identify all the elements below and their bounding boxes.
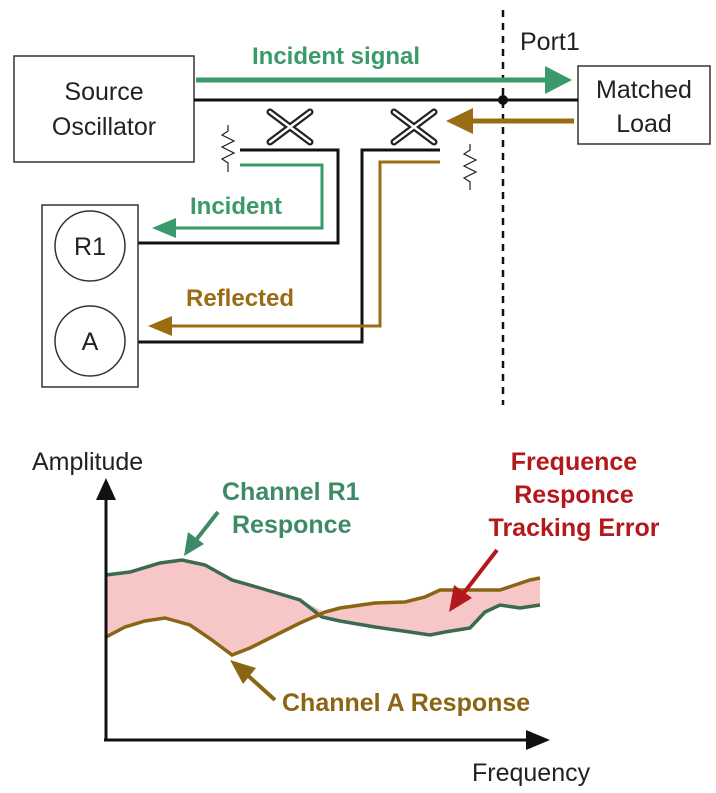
reflected-coupled-line [138, 148, 440, 344]
error-annotation-arrow [449, 548, 499, 612]
receiver-a-label: A [82, 328, 99, 356]
receiver-r1-label: R1 [74, 233, 106, 261]
error-annotation-line2: Responce [514, 481, 634, 509]
channel-r1-curve [105, 558, 541, 637]
x-axis-label: Frequency [472, 759, 591, 787]
a-annotation-arrow [230, 660, 277, 702]
matched-load-box: Matched Load [577, 65, 711, 145]
coupler-left-icon [266, 108, 314, 146]
source-label-line1: Source [64, 78, 143, 106]
termination-resistor-right-icon [462, 144, 478, 190]
port-junction-dot [498, 95, 508, 105]
incident-coupled-arrow [152, 163, 324, 238]
error-annotation-line3: Tracking Error [489, 514, 660, 542]
source-label-line2: Oscillator [52, 113, 156, 141]
channel-a-curve [105, 576, 541, 657]
load-reflection-arrow [446, 108, 574, 134]
y-axis-label: Amplitude [32, 448, 143, 476]
receiver-a: A [54, 305, 126, 377]
load-label-line1: Matched [596, 76, 692, 104]
y-axis [96, 478, 116, 740]
tracking-error-region [106, 560, 540, 655]
termination-resistor-left-icon [220, 125, 236, 172]
a-annotation: Channel A Response [282, 689, 530, 717]
incident-signal-label: Incident signal [252, 43, 420, 70]
incident-label: Incident [190, 193, 282, 220]
r1-annotation-line1: Channel R1 [222, 478, 360, 506]
r1-annotation-line2: Responce [232, 511, 352, 539]
reflected-coupled-arrow [148, 160, 440, 336]
incident-coupled-line [138, 148, 340, 245]
port-label: Port1 [520, 28, 580, 56]
load-label-line2: Load [616, 110, 672, 138]
x-axis [104, 730, 550, 750]
reflected-label: Reflected [186, 285, 294, 312]
error-annotation-line1: Frequence [511, 448, 638, 476]
receiver-r1: R1 [54, 210, 126, 282]
source-oscillator-box: Source Oscillator [13, 55, 195, 163]
coupler-right-icon [390, 108, 438, 146]
r1-annotation-arrow [184, 510, 220, 556]
incident-signal-arrow [196, 66, 572, 94]
